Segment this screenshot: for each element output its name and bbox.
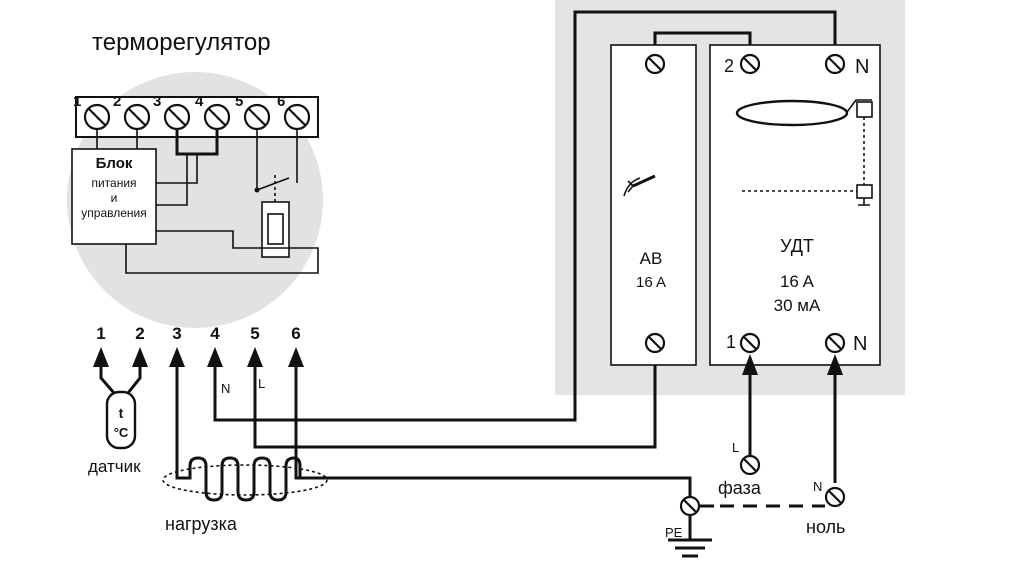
thermostat-terminal-6: 6 <box>277 93 285 110</box>
earth-terminal <box>679 495 701 517</box>
earth-label: PE <box>665 525 683 540</box>
load-caption: нагрузка <box>165 514 238 534</box>
circuit-breaker <box>610 44 697 366</box>
rcd-sensor-lead <box>846 99 872 113</box>
rcd-leakage: 30 мА <box>774 296 821 315</box>
breaker-name: АВ <box>640 249 663 268</box>
rcd-terminal-bottom-left <box>739 332 761 354</box>
heating-load <box>162 367 328 502</box>
ground-icon <box>668 515 712 558</box>
sensor-caption: датчик <box>88 457 141 476</box>
thermostat-terminal-5: 5 <box>235 93 243 110</box>
rcd-name: УДТ <box>780 236 814 256</box>
output-number-1: 1 <box>96 324 105 343</box>
thermostat-internal-wiring <box>96 129 319 274</box>
output-number-2: 2 <box>135 324 144 343</box>
thermostat-title: терморегулятор <box>92 29 271 56</box>
breaker-terminal-bottom <box>644 332 666 354</box>
thermostat-terminal-block <box>75 96 319 138</box>
breaker-trip-curve-icon <box>623 177 641 197</box>
supply-arrows <box>742 354 843 375</box>
output-l-label: L <box>258 376 265 391</box>
output-number-4: 4 <box>210 324 220 343</box>
neutral-caption: ноль <box>806 517 845 537</box>
rcd-terminal-top-left <box>739 53 761 75</box>
rcd-bottom-left-label: 1 <box>726 332 736 352</box>
rcd-device <box>709 44 881 366</box>
neutral-terminal <box>824 486 846 508</box>
thermostat-terminal-3: 3 <box>153 93 161 110</box>
rcd-relay-bottom <box>856 184 873 199</box>
rcd-top-right-label: N <box>855 56 869 78</box>
rcd-top-left-label: 2 <box>724 56 734 76</box>
output-n-label: N <box>221 381 230 396</box>
block-label-line-4: управления <box>81 206 146 220</box>
phase-terminal <box>739 454 761 476</box>
temperature-sensor: t °C <box>99 367 142 450</box>
sensor-symbol-t: t <box>119 405 124 421</box>
power-control-block <box>71 148 157 245</box>
output-arrows <box>93 347 304 367</box>
sensor-symbol-celsius: °C <box>114 425 129 440</box>
breaker-rating: 16 A <box>636 274 666 291</box>
phase-mark: L <box>732 440 739 455</box>
output-number-6: 6 <box>291 324 300 343</box>
block-label-line-1: Блок <box>96 155 133 172</box>
rcd-test-icon <box>858 198 870 206</box>
rcd-current: 16 A <box>780 272 815 291</box>
block-label-line-3: и <box>111 191 118 205</box>
rcd-terminal-top-right <box>824 53 846 75</box>
rcd-bottom-right-label: N <box>853 333 867 355</box>
rcd-terminal-bottom-right <box>824 332 846 354</box>
rcd-current-transformer <box>735 99 849 127</box>
neutral-mark: N <box>813 479 822 494</box>
thermostat-terminal-2: 2 <box>113 93 121 110</box>
output-number-5: 5 <box>250 324 259 343</box>
output-number-3: 3 <box>172 324 181 343</box>
breaker-terminal-top <box>644 53 666 75</box>
phase-caption: фаза <box>718 478 762 498</box>
rcd-relay-top <box>856 101 873 118</box>
thermostat-terminals <box>83 103 311 131</box>
breaker-contact <box>632 174 656 188</box>
thermostat-terminal-1: 1 <box>73 93 81 110</box>
thermostat-terminal-4: 4 <box>195 93 204 110</box>
block-label-line-2: питания <box>91 176 136 190</box>
